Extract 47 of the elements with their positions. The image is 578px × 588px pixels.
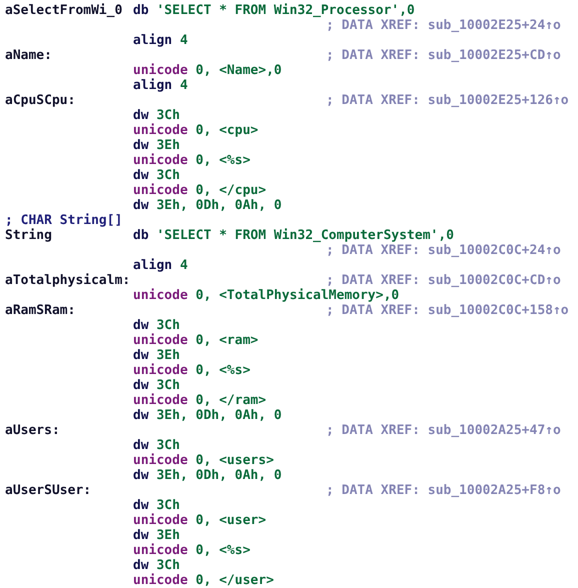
xref-comment: ; DATA XREF: sub_10002E25+CD↑o [326,48,561,63]
assembly-instruction: unicode 0, <user> [133,513,266,528]
assembly-instruction: align 4 [133,258,188,273]
assembly-instruction: unicode 0, </user> [133,573,274,588]
code-label: aRamSRam: [5,303,76,318]
code-label: aName: [5,48,52,63]
assembly-instruction: dw 3Eh, 0Dh, 0Ah, 0 [133,408,282,423]
xref-comment: ; DATA XREF: sub_10002A25+F8↑o [326,483,561,498]
xref-comment: ; DATA XREF: sub_10002C0C+24↑o [326,243,561,258]
xref-comment: ; DATA XREF: sub_10002C0C+158↑o [326,303,569,318]
assembly-instruction: unicode 0, </ram> [133,393,266,408]
comment-line: ; CHAR String[] [5,213,122,228]
assembly-instruction: align 4 [133,78,188,93]
assembly-instruction: dw 3Eh [133,528,180,543]
assembly-instruction: dw 3Eh [133,348,180,363]
assembly-instruction: db 'SELECT * FROM Win32_Processor',0 [133,3,415,18]
assembly-instruction: dw 3Eh [133,138,180,153]
assembly-instruction: dw 3Ch [133,558,180,573]
assembly-instruction: dw 3Ch [133,378,180,393]
assembly-instruction: unicode 0, <TotalPhysicalMemory>,0 [133,288,400,303]
assembly-instruction: unicode 0, <%s> [133,543,250,558]
assembly-instruction: align 4 [133,33,188,48]
assembly-instruction: unicode 0, <cpu> [133,123,258,138]
xref-comment: ; DATA XREF: sub_10002E25+24↑o [326,18,561,33]
code-label: aTotalphysicalm: [5,273,130,288]
code-label: aUsers: [5,423,60,438]
assembly-instruction: unicode 0, </cpu> [133,183,266,198]
xref-comment: ; DATA XREF: sub_10002E25+126↑o [326,93,569,108]
assembly-instruction: dw 3Ch [133,108,180,123]
assembly-instruction: unicode 0, <ram> [133,333,258,348]
assembly-instruction: unicode 0, <%s> [133,153,250,168]
assembly-instruction: dw 3Ch [133,438,180,453]
assembly-instruction: dw 3Eh, 0Dh, 0Ah, 0 [133,198,282,213]
assembly-instruction: unicode 0, <%s> [133,363,250,378]
assembly-instruction: dw 3Eh, 0Dh, 0Ah, 0 [133,468,282,483]
assembly-instruction: unicode 0, <users> [133,453,274,468]
xref-comment: ; DATA XREF: sub_10002C0C+CD↑o [326,273,561,288]
assembly-instruction: unicode 0, <Name>,0 [133,63,282,78]
code-label: aCpuSCpu: [5,93,76,108]
assembly-instruction: dw 3Ch [133,318,180,333]
code-label: aUserSUser: [5,483,92,498]
assembly-instruction: dw 3Ch [133,498,180,513]
assembly-instruction: dw 3Ch [133,168,180,183]
code-label: aSelectFromWi_0 [5,3,122,18]
code-label: String [5,228,52,243]
assembly-instruction: db 'SELECT * FROM Win32_ComputerSystem',0 [133,228,454,243]
xref-comment: ; DATA XREF: sub_10002A25+47↑o [326,423,561,438]
